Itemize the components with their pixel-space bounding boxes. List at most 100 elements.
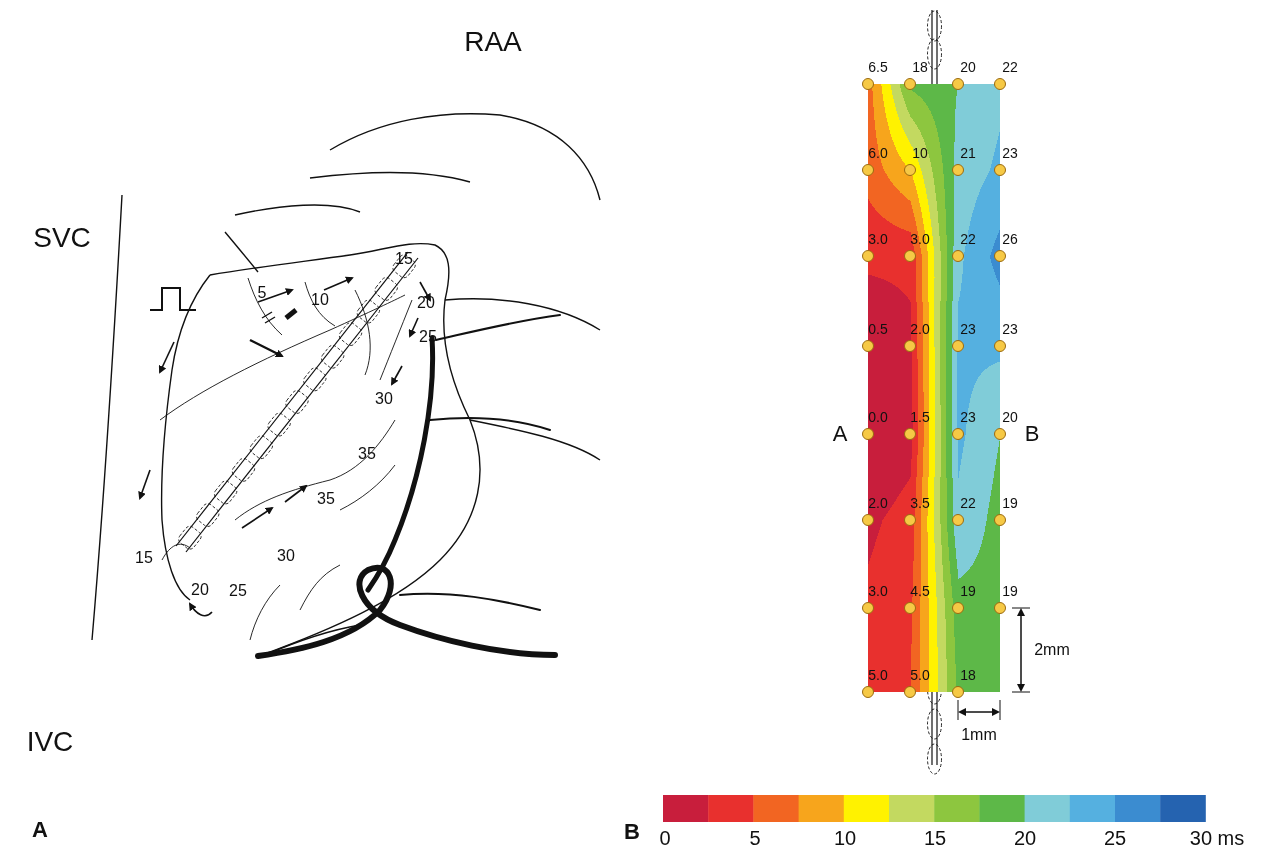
activation-time: 3.0 <box>868 584 887 598</box>
electrode-dot <box>953 603 964 614</box>
activation-time: 23 <box>1002 146 1018 160</box>
scale-bin <box>889 795 935 822</box>
activation-time: 5.0 <box>910 668 929 682</box>
activation-time: 1.5 <box>910 410 929 424</box>
drawing-stroke <box>436 315 560 340</box>
activation-time: 26 <box>1002 232 1018 246</box>
isochrone-value: 30 <box>277 548 295 564</box>
pacing-symbol <box>150 288 196 310</box>
drawing-stroke <box>190 604 212 616</box>
panel-letter: A <box>32 819 48 841</box>
catheter-electrode <box>319 343 346 370</box>
electrode-dot <box>995 429 1006 440</box>
isochrone-value: 25 <box>419 329 437 345</box>
electrode-dot <box>863 79 874 90</box>
activation-map <box>868 84 1000 692</box>
scale-bin <box>934 795 980 822</box>
drawing-stroke <box>400 594 540 610</box>
electrode-dot <box>953 429 964 440</box>
activation-time: 18 <box>912 60 928 74</box>
block-mark <box>262 310 296 323</box>
vessel-label: SVC <box>33 224 91 252</box>
catheter-electrode <box>928 39 942 69</box>
catheter-electrode <box>284 389 311 416</box>
side-label: A <box>833 423 848 445</box>
scale-bin <box>1070 795 1116 822</box>
catheter-electrode <box>337 321 364 348</box>
isochrone-value: 20 <box>417 295 435 311</box>
activation-time: 19 <box>960 584 976 598</box>
catheter-electrode <box>928 709 942 739</box>
drawing-stroke <box>380 300 412 380</box>
drawing-stroke <box>340 465 395 510</box>
scale-bin <box>753 795 799 822</box>
electrode-dot <box>953 165 964 176</box>
dimension-label: 2mm <box>1034 642 1070 658</box>
activation-time: 22 <box>960 496 976 510</box>
activation-time: 18 <box>960 668 976 682</box>
scale-tick: 5 <box>749 828 760 848</box>
drawing-stroke <box>960 712 998 713</box>
activation-time: 22 <box>960 232 976 246</box>
drawing-stroke <box>286 310 296 318</box>
electrode-dot <box>905 79 916 90</box>
electrode-dot <box>905 687 916 698</box>
anatomy-outline <box>92 114 600 655</box>
isochrone-value: 35 <box>358 446 376 462</box>
catheter-electrode <box>373 275 400 302</box>
drawing-stroke <box>235 420 395 520</box>
isochrone-value: 35 <box>317 491 335 507</box>
electrode-dot <box>953 251 964 262</box>
drawing-stroke <box>445 299 600 330</box>
catheter-electrode <box>928 11 942 41</box>
scale-tick: 10 <box>834 828 856 848</box>
activation-time: 20 <box>960 60 976 74</box>
scale-bin <box>1115 795 1161 822</box>
electrode-dot <box>863 429 874 440</box>
catheter-electrode <box>248 434 275 461</box>
drawing-stroke <box>958 700 959 720</box>
activation-time: 6.0 <box>868 146 887 160</box>
drawing-stroke <box>310 173 470 183</box>
panel-letter: B <box>624 821 640 843</box>
catheter-electrode <box>195 502 222 529</box>
activation-time: 0.5 <box>868 322 887 336</box>
electrode-dot <box>995 603 1006 614</box>
drawing-stroke <box>330 114 600 200</box>
electrode-dot <box>905 165 916 176</box>
catheter-electrode <box>266 411 293 438</box>
electrode-dot <box>953 341 964 352</box>
color-scale <box>663 795 1206 822</box>
electrode-dot <box>863 687 874 698</box>
activation-time: 23 <box>1002 322 1018 336</box>
activation-time: 2.0 <box>910 322 929 336</box>
drawing-stroke <box>324 278 352 290</box>
scale-bin <box>844 795 890 822</box>
drawing-stroke <box>248 278 282 335</box>
isochrone-value: 5 <box>258 285 267 301</box>
electrode-dot <box>995 251 1006 262</box>
activation-time: 0.0 <box>868 410 887 424</box>
electrode-dot <box>863 251 874 262</box>
activation-time: 19 <box>1002 496 1018 510</box>
activation-time: 10 <box>912 146 928 160</box>
electrodes <box>863 79 1006 698</box>
drawing-stroke <box>300 565 340 610</box>
activation-time: 3.5 <box>910 496 929 510</box>
catheter-electrode <box>355 298 382 325</box>
activation-time: 20 <box>1002 410 1018 424</box>
activation-time: 2.0 <box>868 496 887 510</box>
drawing-stroke <box>235 205 360 215</box>
drawing-stroke <box>162 544 190 560</box>
activation-time: 21 <box>960 146 976 160</box>
drawing-stroke <box>250 585 280 640</box>
drawing-stroke <box>368 338 433 590</box>
scale-tick: 25 <box>1104 828 1126 848</box>
scale-bin <box>1160 795 1206 822</box>
scale-tick: 0 <box>659 828 670 848</box>
scale-tick: 15 <box>924 828 946 848</box>
drawing-stroke <box>140 470 150 498</box>
drawing-stroke <box>1021 610 1022 690</box>
